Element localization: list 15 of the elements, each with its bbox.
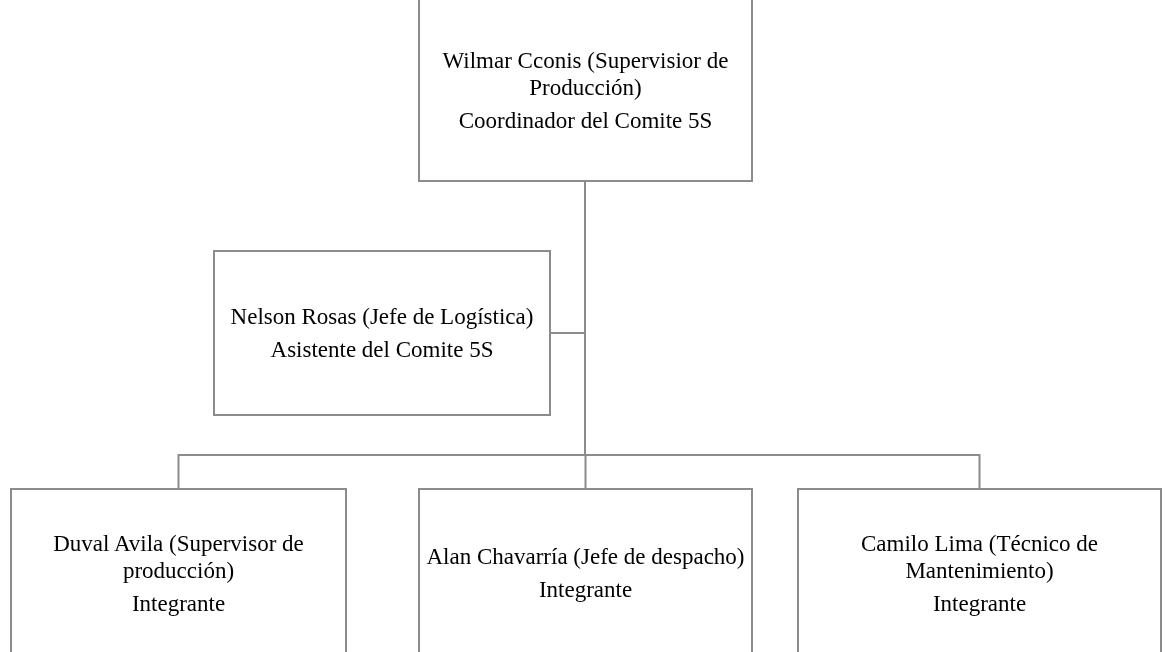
member-box xyxy=(418,488,753,652)
role-text: Coordinador del Comite 5S xyxy=(458,106,713,134)
member-box xyxy=(797,488,1162,652)
person-name: Wilmar Cconis (Supervisior de Producción) xyxy=(441,46,730,101)
assistant-box xyxy=(213,250,551,416)
person-name: Alan Chavarría (Jefe de despacho) xyxy=(426,543,745,570)
member-box xyxy=(10,488,347,652)
role-text: Integrante xyxy=(932,589,1027,617)
role-text: Asistente del Comite 5S xyxy=(270,336,494,363)
coordinator-box xyxy=(418,0,753,182)
role-text: Integrante xyxy=(131,589,226,617)
role-text: Integrante xyxy=(538,576,633,603)
person-name: Camilo Lima (Técnico de Mantenimiento) xyxy=(860,529,1099,584)
person-name: Duval Avila (Supervisor de producción) xyxy=(52,529,305,584)
person-name: Nelson Rosas (Jefe de Logística) xyxy=(230,303,534,330)
